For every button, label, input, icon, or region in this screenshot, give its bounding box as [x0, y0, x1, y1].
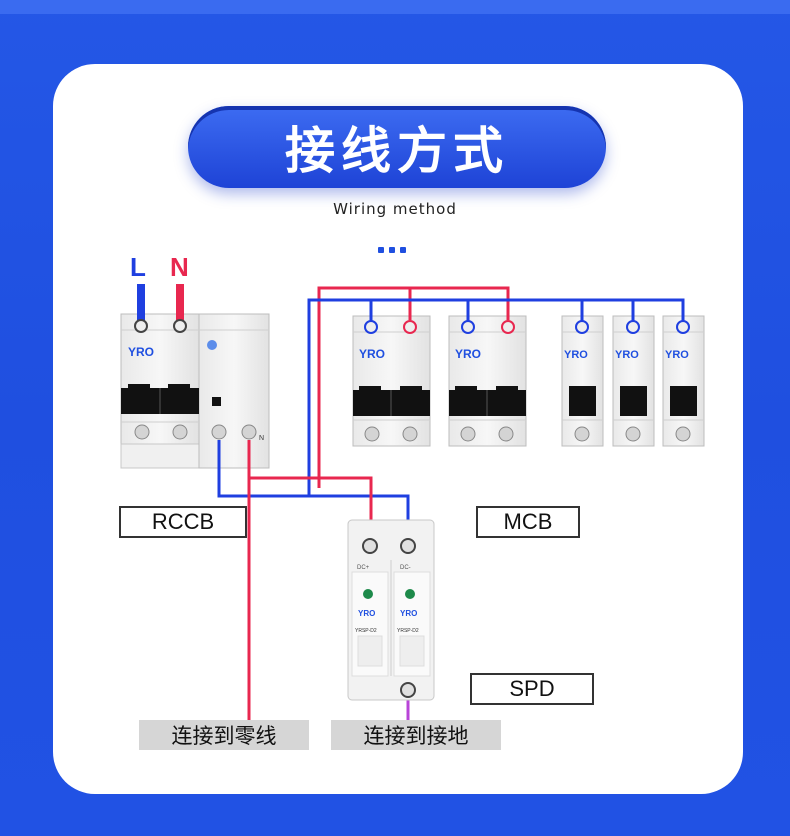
- mcb-e-brand: YRO: [665, 349, 689, 361]
- mcb-a-brand: YRO: [359, 347, 385, 361]
- spd-brand-right: YRO: [400, 609, 417, 618]
- rccb-brand: YRO: [128, 345, 154, 359]
- spd-brand-left: YRO: [358, 609, 375, 618]
- spd-model-right: YRSP-D2: [397, 628, 419, 634]
- spd-label: SPD: [470, 673, 594, 705]
- rccb-device: [120, 313, 270, 469]
- mcb-c-brand: YRO: [564, 349, 588, 361]
- ground-connection-label: 连接到接地: [331, 720, 501, 750]
- spd-neg-label: DC-: [400, 565, 411, 571]
- title-banner: 接线方式: [188, 106, 606, 188]
- neutral-connection-label: 连接到零线: [139, 720, 309, 750]
- mcb-label: MCB: [476, 506, 580, 538]
- mcb-1pole-a: [561, 315, 604, 447]
- spd-model-left: YRSP-D2: [355, 628, 377, 634]
- spd-pos-label: DC+: [357, 565, 370, 571]
- wiring-lines: [217, 286, 685, 722]
- mcb-1pole-c: [662, 315, 705, 447]
- spd-device: [347, 519, 435, 701]
- mcb-1pole-b: [612, 315, 655, 447]
- page-subtitle: Wiring method: [333, 200, 457, 218]
- mcb-2pole-b: [448, 315, 527, 447]
- mcb-d-brand: YRO: [615, 349, 639, 361]
- rccb-n-mark: N: [259, 435, 264, 442]
- neutral-input-wire: [176, 284, 184, 324]
- decorative-dots: [378, 238, 414, 253]
- neutral-terminal-label: N: [170, 252, 189, 282]
- live-input-wire: [137, 284, 145, 324]
- live-terminal-label: L: [130, 252, 146, 282]
- page-title: 接线方式: [285, 122, 509, 180]
- top-stripe: [0, 0, 790, 14]
- mcb-2pole-a: [352, 315, 431, 447]
- mcb-terminals: [364, 320, 690, 334]
- mcb-b-brand: YRO: [455, 347, 481, 361]
- rccb-label: RCCB: [119, 506, 247, 538]
